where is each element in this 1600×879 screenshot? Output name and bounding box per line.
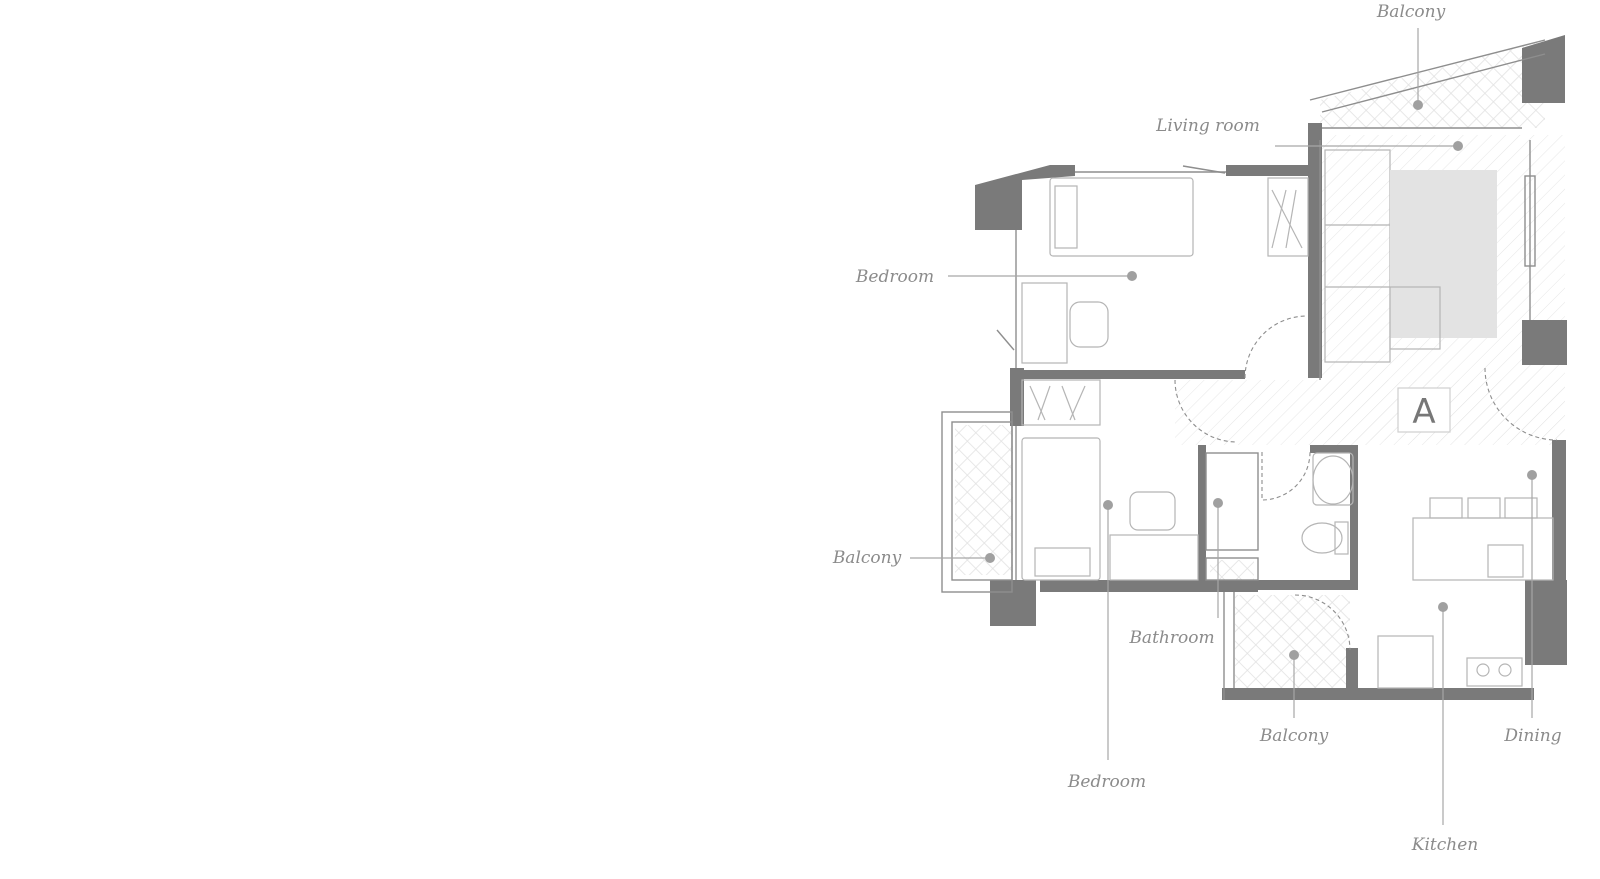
room-labels: Balcony Living room Bedroom Balcony Bath… [832,2,1562,855]
door-swings [996,165,1558,651]
label-balcony-left: Balcony [832,548,902,568]
label-bedroom-lower: Bedroom [1067,772,1146,792]
floor-hatching [955,40,1565,690]
label-balcony-bottom: Balcony [1259,726,1329,746]
unit-marker: A [1397,387,1451,433]
walls [975,35,1567,700]
label-bathroom: Bathroom [1128,628,1214,648]
leader-lines [910,28,1537,825]
label-bedroom-upper: Bedroom [855,267,934,287]
furniture [1021,149,1554,689]
label-living-room: Living room [1155,116,1260,136]
unit-label: A [1412,392,1435,432]
label-dining: Dining [1503,726,1561,746]
label-balcony-top: Balcony [1376,2,1446,22]
label-kitchen: Kitchen [1411,835,1478,855]
outlines [941,39,1546,700]
